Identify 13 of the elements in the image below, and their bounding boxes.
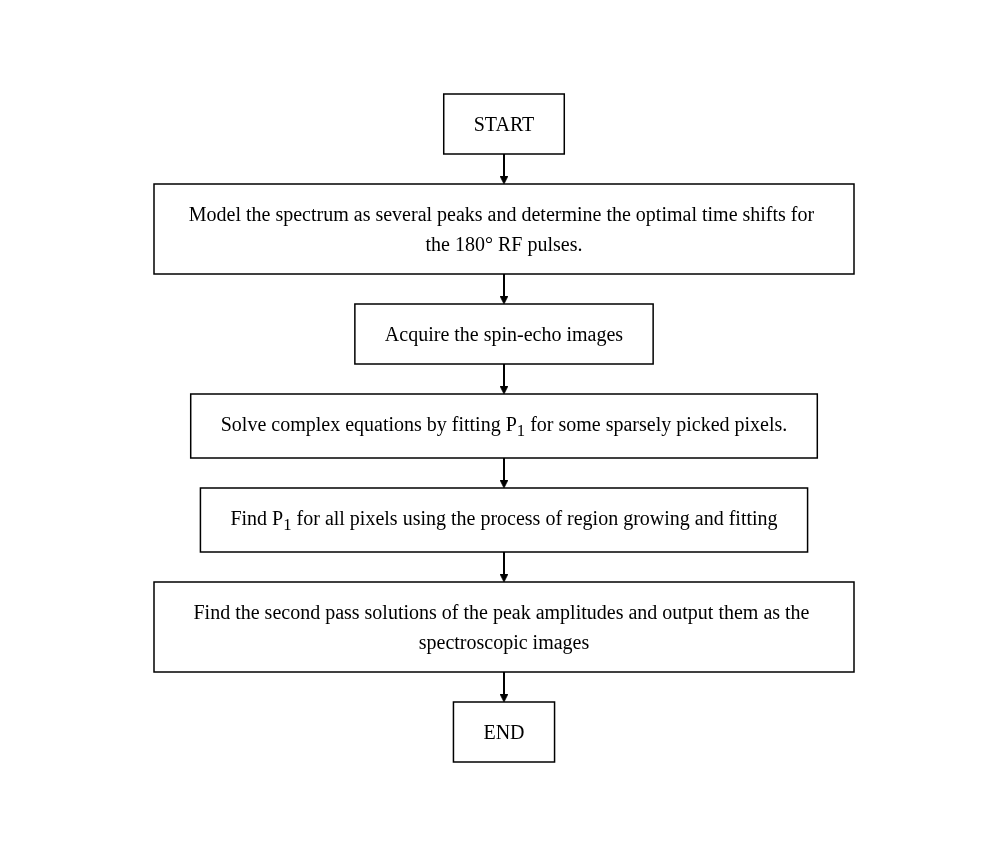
arrow <box>499 362 508 394</box>
arrow <box>499 456 508 488</box>
node-box: Find P$_{1}$ for all pixels using the process of region growing and fitting <box>199 486 808 553</box>
arrow <box>499 670 508 702</box>
node-box: Model the spectrum as several peaks and determine the optimal time shifts for the 180° RF pulses. <box>152 182 855 275</box>
arrow <box>499 550 508 582</box>
node-box: Solve complex equations by fitting P$_{1}$ for some sparsely picked pixels. <box>189 392 818 459</box>
node-box: Acquire the spin-echo images <box>353 302 654 365</box>
arrow <box>499 152 508 184</box>
node-box: Find the second pass solutions of the peak amplitudes and output them as the spectroscopic images <box>152 580 855 673</box>
node-box: END <box>452 700 555 763</box>
node-box: START <box>442 92 565 155</box>
arrow <box>499 272 508 304</box>
